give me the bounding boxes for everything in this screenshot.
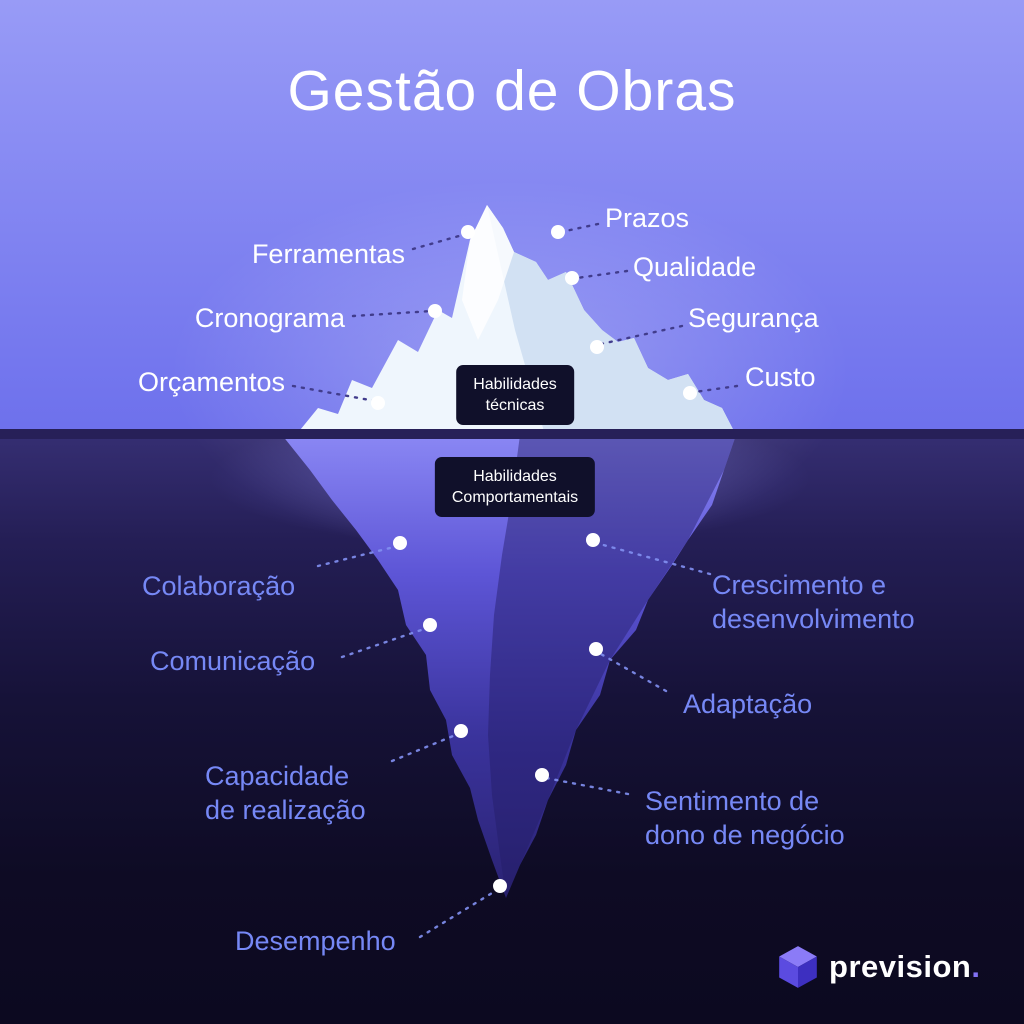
label-cronograma: Cronograma bbox=[194, 303, 345, 333]
leader-qualidade bbox=[575, 269, 629, 280]
label-prazos: Prazos bbox=[605, 203, 690, 233]
leader-sentimento bbox=[544, 776, 630, 796]
leader-lines-above bbox=[291, 222, 739, 403]
label-desempenho: Desempenho bbox=[235, 926, 396, 956]
prevision-logo: prevision. bbox=[777, 944, 980, 990]
label-orcamentos: Orçamentos bbox=[137, 367, 285, 397]
dot-cronograma bbox=[428, 304, 442, 318]
label-sentimento: Sentimento de dono de negócio bbox=[645, 786, 845, 850]
dot-desempenho bbox=[493, 879, 507, 893]
dot-sentimento bbox=[535, 768, 549, 782]
leader-crescimento bbox=[594, 541, 712, 576]
iceberg-underwater-shade bbox=[488, 435, 736, 898]
waterline bbox=[0, 429, 1024, 439]
label-capacidade: Capacidade de realização bbox=[205, 761, 366, 825]
dot-capacidade bbox=[454, 724, 468, 738]
label-colaboracao: Colaboração bbox=[142, 571, 296, 601]
label-qualidade: Qualidade bbox=[633, 252, 757, 282]
page-title: Gestão de Obras bbox=[287, 59, 737, 123]
leader-ferramentas bbox=[411, 232, 468, 251]
dot-comunicacao bbox=[423, 618, 437, 632]
prevision-cube-icon bbox=[779, 946, 817, 988]
logo-dot: . bbox=[971, 949, 980, 984]
leader-lines-below bbox=[316, 541, 712, 939]
dot-custo bbox=[683, 386, 697, 400]
label-custo: Custo bbox=[745, 362, 816, 392]
label-seguranca: Segurança bbox=[688, 303, 819, 333]
dot-seguranca bbox=[590, 340, 604, 354]
label-adaptacao: Adaptação bbox=[683, 689, 813, 719]
leader-custo bbox=[693, 384, 739, 394]
leader-cronograma bbox=[351, 309, 434, 318]
dot-orcamentos bbox=[371, 396, 385, 410]
technical-skills-badge: Habilidades técnicas bbox=[456, 365, 574, 425]
leader-desempenho bbox=[418, 888, 499, 939]
label-ferramentas: Ferramentas bbox=[251, 239, 405, 269]
dot-ferramentas bbox=[461, 225, 475, 239]
dot-prazos bbox=[551, 225, 565, 239]
cube-top-face bbox=[779, 946, 817, 967]
behavioral-skills-badge: Habilidades Comportamentais bbox=[434, 457, 596, 517]
label-dots bbox=[371, 225, 697, 893]
label-crescimento: Crescimento e desenvolvimento bbox=[712, 570, 915, 634]
iceberg-above-facet bbox=[462, 205, 514, 340]
leader-capacidade bbox=[390, 732, 460, 763]
leader-adaptacao bbox=[597, 651, 668, 693]
dot-qualidade bbox=[565, 271, 579, 285]
logo-text: prevision bbox=[829, 949, 972, 984]
dot-colaboracao bbox=[393, 536, 407, 550]
leader-prazos bbox=[559, 222, 600, 234]
dot-crescimento bbox=[586, 533, 600, 547]
leader-comunicacao bbox=[340, 626, 429, 659]
dot-adaptacao bbox=[589, 642, 603, 656]
label-comunicacao: Comunicação bbox=[150, 646, 316, 676]
